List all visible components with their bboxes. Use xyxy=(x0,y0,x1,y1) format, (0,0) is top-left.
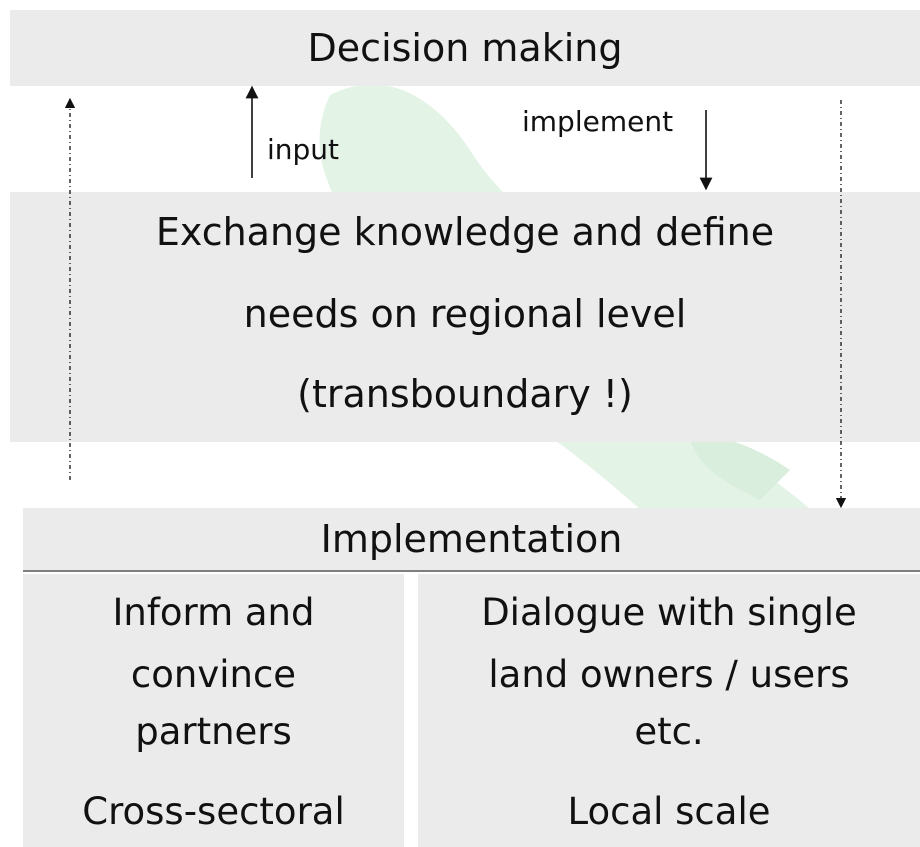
right-cell-line-1: Dialogue with single xyxy=(481,591,857,634)
implement-arrow-label: implement xyxy=(522,105,674,138)
left-cell-line-1: Inform and xyxy=(112,591,315,634)
right-cell-line-2: land owners / users xyxy=(488,653,850,696)
exchange-line-1: Exchange knowledge and define xyxy=(155,210,775,254)
exchange-knowledge-box: Exchange knowledge and define needs on r… xyxy=(10,192,920,442)
left-cell-scale: Cross-sectoral xyxy=(82,790,345,833)
implementation-label: Implementation xyxy=(320,517,623,561)
exchange-line-3: (transboundary !) xyxy=(297,372,633,416)
decision-making-box: Decision making xyxy=(10,10,920,86)
implementation-header: Implementation xyxy=(23,508,920,572)
decision-making-label: Decision making xyxy=(307,26,623,70)
right-cell-line-3: etc. xyxy=(634,710,704,753)
inform-partners-cell: Inform and convince partners Cross-secto… xyxy=(23,574,404,847)
left-cell-line-3: partners xyxy=(135,710,292,753)
exchange-line-2: needs on regional level xyxy=(243,292,687,336)
dialogue-owners-cell: Dialogue with single land owners / users… xyxy=(418,574,920,847)
right-cell-scale: Local scale xyxy=(567,790,771,833)
left-cell-line-2: convince xyxy=(130,653,297,696)
input-arrow-label: input xyxy=(267,133,340,166)
